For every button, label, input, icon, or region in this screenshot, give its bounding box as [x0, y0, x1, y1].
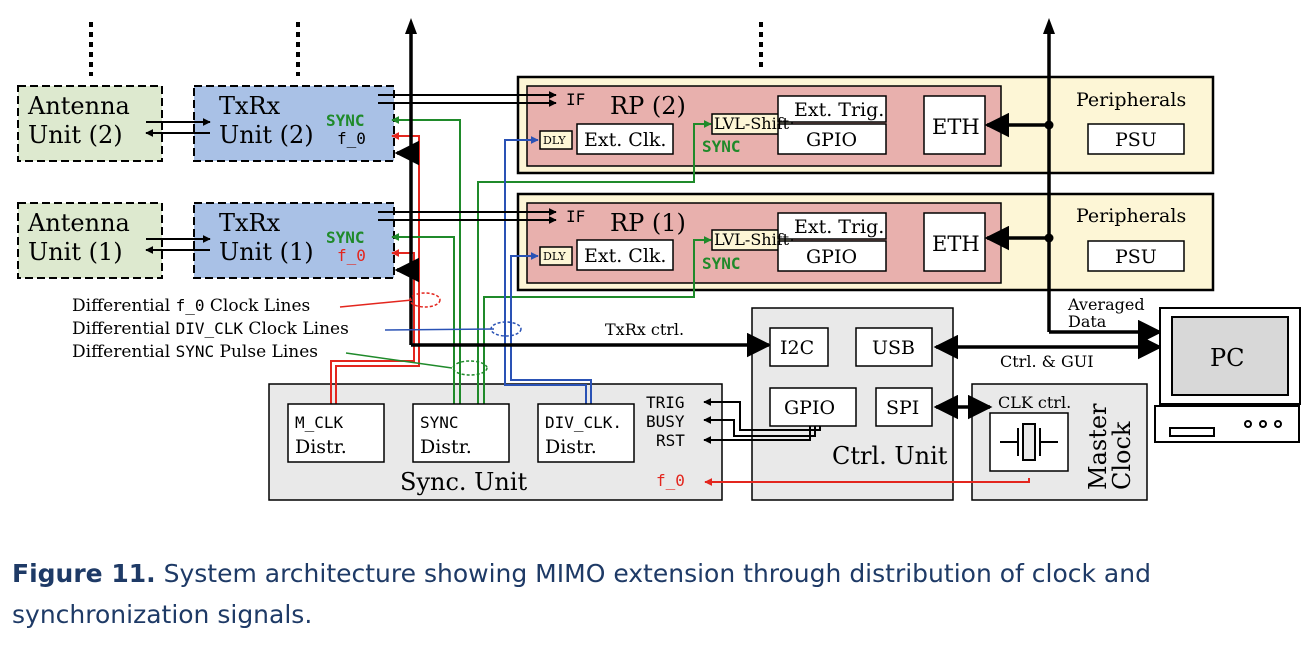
black-buses — [145, 91, 821, 444]
peripherals-2-label: Peripherals — [1076, 89, 1186, 111]
psu-2-label: PSU — [1115, 129, 1157, 151]
pc-icon — [1154, 307, 1301, 443]
divclk-distr-box — [537, 403, 635, 463]
figure-caption: Figure 11. System architecture showing M… — [12, 553, 1302, 635]
gpio-ctrl-box — [769, 387, 857, 427]
dly-2-label: DLY — [543, 134, 566, 147]
rst-port: RST — [656, 431, 685, 450]
sync-distr-sublabel: Distr. — [420, 436, 472, 458]
txrx-2-label: Unit (2) — [219, 121, 314, 149]
legend-divclk: Differential DIV_CLK Clock Lines — [72, 319, 349, 339]
divclk-distr-label: DIV_CLK. — [545, 413, 622, 432]
clk-ctrl-label: CLK ctrl. — [998, 393, 1071, 412]
master-clock-label: Clock — [1108, 421, 1136, 490]
f0-port-txrx2: f_0 — [337, 129, 366, 148]
pc-label: PC — [1210, 344, 1245, 372]
ctrl-unit-label: Ctrl. Unit — [832, 442, 948, 470]
rp2-label: RP (2) — [610, 92, 686, 120]
antenna-2-label: Unit (2) — [28, 121, 123, 149]
divclk-distr-sublabel: Distr. — [545, 436, 597, 458]
sync-port-rp2: SYNC — [702, 137, 741, 156]
txrx-1-label: Unit (1) — [219, 238, 314, 266]
i2c-box — [769, 327, 829, 367]
sync-port-txrx1: SYNC — [326, 228, 365, 247]
busy-port: BUSY — [646, 412, 685, 431]
gpio-1-label: GPIO — [806, 246, 857, 268]
peripherals-1-label: Peripherals — [1076, 205, 1186, 227]
caption-text: System architecture showing MIMO extensi… — [12, 559, 1151, 629]
psu-1-label: PSU — [1115, 246, 1157, 268]
ctrl-gui-label: Ctrl. & GUI — [1000, 352, 1094, 371]
f0-port-txrx1: f_0 — [337, 246, 366, 265]
antenna-1-label: Antenna — [27, 209, 130, 237]
legend-f0: Differential f_0 Clock Lines — [72, 296, 310, 316]
ext-clk-2-label: Ext. Clk. — [584, 129, 666, 151]
antenna-unit-1 — [17, 202, 163, 279]
antenna-1-label: Unit (1) — [28, 238, 123, 266]
eth-2-label: ETH — [932, 115, 980, 139]
averaged-label: Averaged — [1067, 295, 1145, 314]
dly-1-label: DLY — [543, 250, 566, 263]
f0-port-sync-unit: f_0 — [656, 471, 685, 490]
txrx-unit-2 — [193, 85, 395, 162]
lvl-shift-2-label: LVL-Shift — [714, 114, 790, 133]
spi-box — [875, 387, 933, 427]
gpio-ctrl-label: GPIO — [784, 397, 835, 419]
txrx-2-label: TxRx — [219, 92, 281, 120]
rp1-label: RP (1) — [610, 209, 686, 237]
bus-junctions — [406, 120, 1054, 275]
mclk-distr-label: M_CLK — [295, 413, 344, 432]
eth-1-label: ETH — [932, 232, 980, 256]
crystal-icon — [1000, 423, 1058, 461]
usb-box — [855, 327, 933, 367]
txrx-1-label: TxRx — [219, 209, 281, 237]
spi-label: SPI — [886, 397, 919, 419]
system-architecture-diagram: Antenna Unit (2) Antenna Unit (1) TxRx U… — [17, 18, 1301, 501]
divclk-wires — [504, 136, 592, 404]
figure-number: Figure 11. — [12, 559, 156, 588]
master-clock-label: Master — [1084, 403, 1112, 490]
lvl-shift-1-label: LVL-Shift — [714, 230, 790, 249]
usb-label: USB — [872, 337, 915, 359]
txrx-unit-1 — [193, 202, 395, 279]
antenna-2-label: Antenna — [27, 92, 130, 120]
txrx-ctrl-label: TxRx ctrl. — [605, 320, 684, 339]
i2c-label: I2C — [780, 337, 814, 359]
thick-buses — [394, 24, 1163, 420]
mclk-distr-sublabel: Distr. — [295, 436, 347, 458]
sync-pulse-wires — [391, 116, 712, 404]
sync-port-rp1: SYNC — [702, 254, 741, 273]
gpio-2-label: GPIO — [806, 129, 857, 151]
rp2-subblocks — [539, 95, 1185, 155]
trig-port: TRIG — [646, 393, 685, 412]
legend-leaders — [339, 292, 522, 376]
sync-distr-label: SYNC — [420, 413, 459, 432]
legend-sync: Differential SYNC Pulse Lines — [72, 342, 318, 362]
ext-clk-1-label: Ext. Clk. — [584, 245, 666, 267]
antenna-unit-2 — [17, 85, 163, 162]
sync-port-txrx2: SYNC — [326, 111, 365, 130]
sync-unit-label: Sync. Unit — [400, 468, 528, 496]
ext-trig-2-label: Ext. Trig. — [794, 99, 884, 121]
sync-distr-box — [412, 403, 510, 463]
rp1-subblocks — [539, 212, 1185, 272]
if-port-2: IF — [566, 90, 585, 109]
ext-trig-1-label: Ext. Trig. — [794, 216, 884, 238]
mclk-distr-box — [287, 403, 385, 463]
data-label: Data — [1068, 312, 1107, 331]
top-arrows — [405, 18, 1055, 34]
if-port-1: IF — [566, 207, 585, 226]
